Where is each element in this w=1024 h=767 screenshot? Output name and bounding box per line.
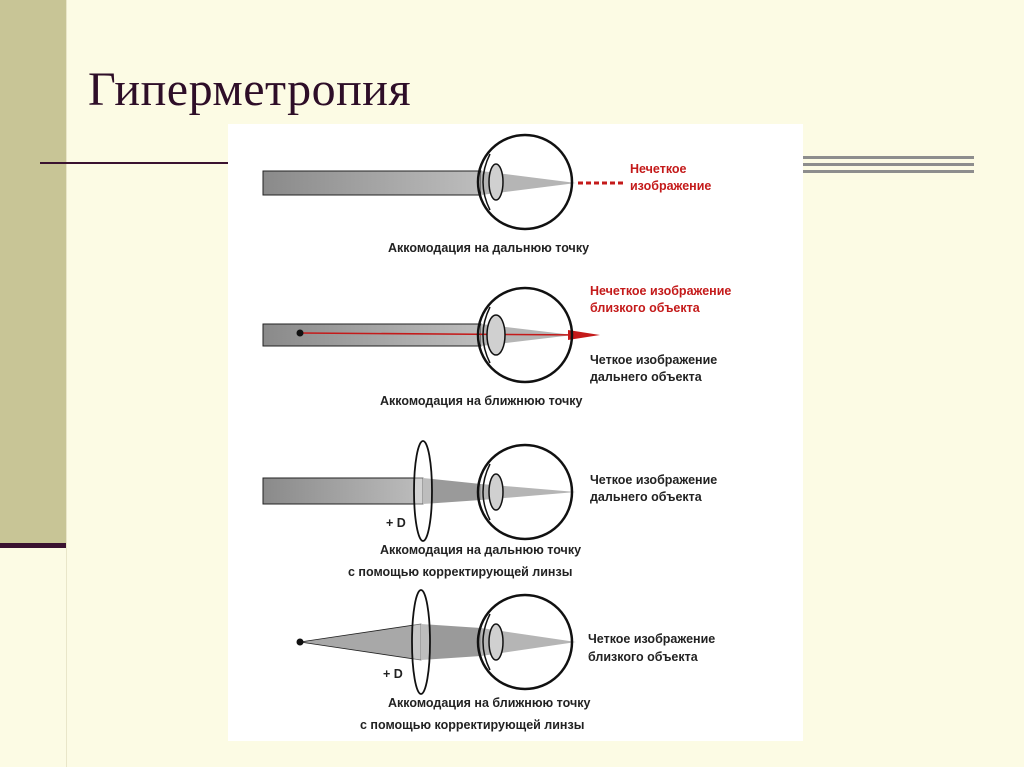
beam-through-lens — [423, 478, 481, 504]
cornea — [482, 153, 491, 211]
panel-3-far-with-lens: Четкое изображение дальнего объекта + D … — [262, 440, 717, 579]
eye-lens — [486, 314, 506, 356]
slide-title: Гиперметропия — [88, 63, 412, 116]
left-accent-line — [0, 543, 66, 548]
panel-4-label-2: близкого объекта — [588, 650, 699, 664]
hyperopia-diagram: Нечеткое изображение Аккомодация на даль… — [228, 124, 803, 741]
near-object-point — [296, 329, 304, 337]
vertical-divider — [66, 0, 67, 767]
panel-2-label-1: Четкое изображение — [590, 353, 717, 367]
panel-2-red-label-2: близкого объекта — [590, 301, 701, 315]
panel-4-near-with-lens: Четкое изображение близкого объекта + D … — [296, 589, 715, 732]
panel-1-caption: Аккомодация на дальнюю точку — [388, 241, 589, 255]
converging-beam — [481, 171, 576, 195]
diagram-svg: Нечеткое изображение Аккомодация на даль… — [262, 133, 731, 732]
panel-4-label-1: Четкое изображение — [588, 632, 715, 646]
parallel-beam — [262, 170, 482, 196]
near-object-point — [296, 638, 304, 646]
panel-4-caption-1: Аккомодация на ближнюю точку — [388, 696, 590, 710]
panel-2-near-accommodation: Нечеткое изображение близкого объекта Че… — [262, 284, 731, 408]
near-focus — [568, 330, 600, 340]
eyeball — [476, 286, 574, 384]
panel-2-label-2: дальнего объекта — [590, 370, 703, 384]
parallel-beam — [262, 477, 424, 505]
decorative-rule-right — [800, 156, 974, 178]
eye-lens — [488, 473, 504, 511]
panel-2-red-label-1: Нечеткое изображение — [590, 284, 731, 298]
eyeball — [476, 443, 574, 541]
panel-2-caption: Аккомодация на ближнюю точку — [380, 394, 582, 408]
eyeball — [476, 133, 574, 231]
corrective-lens — [411, 589, 431, 695]
eye-lens — [488, 163, 504, 201]
panel-3-label-1: Четкое изображение — [590, 473, 717, 487]
cornea — [482, 613, 491, 671]
panel-3-caption-2: с помощью корректирующей линзы — [348, 565, 572, 579]
corrective-lens — [413, 440, 433, 542]
panel-1-far-accommodation: Нечеткое изображение Аккомодация на даль… — [262, 133, 711, 255]
cornea — [482, 463, 491, 521]
near-ray — [299, 332, 589, 336]
panel-3-lens-label: + D — [386, 516, 406, 530]
eyeball — [476, 593, 574, 691]
diverging-beam — [299, 623, 422, 661]
panel-4-lens-label: + D — [383, 667, 403, 681]
eye-lens — [488, 623, 504, 661]
converging-beam — [481, 628, 576, 656]
panel-4-caption-2: с помощью корректирующей линзы — [360, 718, 584, 732]
converging-beam — [481, 484, 576, 500]
cornea — [482, 306, 491, 364]
panel-3-caption-1: Аккомодация на дальнюю точку — [380, 543, 581, 557]
title-underline — [40, 162, 230, 164]
left-accent-bar — [0, 0, 66, 548]
panel-3-label-2: дальнего объекта — [590, 490, 703, 504]
panel-1-red-label-2: изображение — [630, 179, 711, 193]
panel-1-red-label-1: Нечеткое — [630, 162, 687, 176]
beam-through-lens — [421, 624, 481, 660]
parallel-beam — [262, 323, 482, 347]
